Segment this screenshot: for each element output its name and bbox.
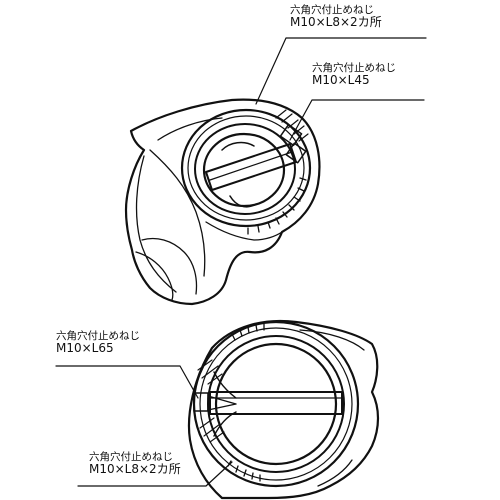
callout-spec: M10×L65: [56, 341, 114, 356]
leader-3: [55, 365, 199, 399]
bottom-screw-hatch: [197, 359, 225, 443]
callout-set-screw-bottom-1: 六角穴付止めねじ M10×L65: [56, 330, 140, 356]
callout-spec: M10×L8×2カ所: [89, 462, 181, 477]
leader-1: [255, 37, 427, 105]
callout-set-screw-top-2: 六角穴付止めねじ M10×L45: [312, 62, 396, 88]
callout-spec: M10×L8×2カ所: [290, 15, 382, 30]
top-body-curve-3: [141, 237, 198, 295]
bottom-ring-2: [199, 327, 353, 481]
top-knob-view: [124, 98, 321, 306]
bottom-ring-3: [207, 335, 345, 473]
top-handle-bar: [205, 143, 297, 191]
callout-label: 六角穴付止めねじ: [89, 451, 173, 463]
top-body-curve-1: [149, 149, 206, 277]
top-screw-block: [279, 123, 303, 147]
bottom-knob-view: [187, 319, 380, 500]
top-screw-block-2: [285, 142, 307, 164]
bottom-ring-serration-top: [231, 323, 265, 341]
bottom-screw-tip: [207, 395, 237, 411]
top-body-curve-4: [135, 251, 174, 301]
top-handle-bar-edge: [209, 151, 293, 181]
top-ring-outer-2: [187, 115, 305, 221]
top-body-curve-2: [135, 155, 177, 293]
bottom-body-outline: [187, 319, 380, 500]
bottom-ring-outer: [192, 320, 360, 488]
top-ring-mid: [194, 123, 296, 215]
top-ring-serration: [247, 177, 307, 235]
bottom-ring-inner: [214, 342, 338, 466]
callout-set-screw-top-1: 六角穴付止めねじ M10×L8×2カ所: [290, 4, 382, 30]
callout-spec: M10×L45: [312, 73, 370, 88]
callout-set-screw-bottom-2: 六角穴付止めねじ M10×L8×2カ所: [89, 451, 181, 477]
bottom-hub-arcs: [213, 371, 237, 437]
top-body-curve-6: [157, 117, 223, 141]
top-ring-outer: [180, 108, 312, 228]
bottom-body-inner-2: [317, 459, 353, 487]
top-screw-hatch: [275, 109, 309, 142]
leader-4: [77, 461, 233, 487]
top-body-outline: [124, 98, 321, 306]
bottom-body-inner-1: [299, 329, 365, 351]
top-hub-arc: [221, 141, 257, 208]
callout-label: 六角穴付止めねじ: [290, 4, 374, 16]
leader-2: [289, 99, 425, 141]
leader-lines: [55, 37, 427, 487]
top-body-curve-5: [205, 221, 283, 241]
callout-label: 六角穴付止めねじ: [312, 62, 396, 74]
bottom-handle-bar: [209, 391, 343, 415]
callout-label: 六角穴付止めねじ: [56, 330, 140, 342]
bottom-screw-block: [193, 392, 209, 412]
